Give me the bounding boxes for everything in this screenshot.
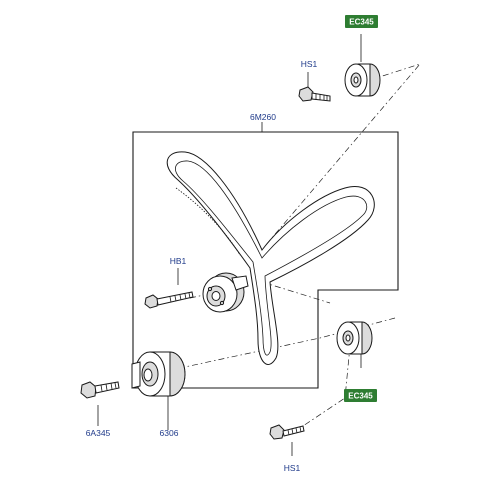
label-ec345-bottom: EC345 (348, 392, 373, 401)
bolt-hs1-bottom (269, 424, 305, 456)
label-ec345-top: EC345 (349, 18, 374, 27)
badge-ec345-top: EC345 (345, 15, 378, 28)
crank-sprocket-6306 (131, 351, 186, 430)
label-hb1: HB1 (170, 256, 187, 266)
label-6306: 6306 (160, 428, 179, 438)
pulley-ec345-bottom (336, 321, 373, 355)
label-hs1-top: HS1 (301, 59, 318, 69)
crank-bolt-6a345 (80, 381, 120, 426)
bolt-hs1-top (298, 72, 331, 102)
pulley-ec345-top (344, 63, 381, 97)
label-hs1-bottom: HS1 (284, 463, 301, 473)
label-6a345: 6A345 (86, 428, 111, 438)
badge-ec345-bottom: EC345 (344, 389, 377, 402)
timing-belt (166, 151, 375, 365)
label-6m260: 6M260 (250, 112, 276, 122)
tensioner-assembly (144, 268, 249, 313)
